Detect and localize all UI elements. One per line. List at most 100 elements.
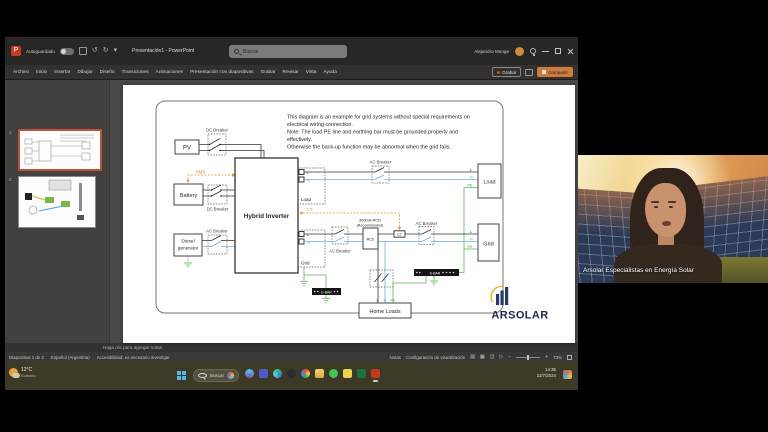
- comments-icon[interactable]: [525, 68, 534, 76]
- powerpoint-taskbar-icon[interactable]: [371, 369, 380, 382]
- teams-icon[interactable]: [259, 369, 268, 378]
- whatsapp-icon[interactable]: [329, 369, 338, 378]
- diagram-note-line3: Note: The load PE line and earthing bar …: [287, 130, 458, 136]
- edge-icon[interactable]: [273, 369, 282, 378]
- taskbar-clock[interactable]: 14:35 11/7/2024: [537, 367, 556, 378]
- slide-thumbnail-panel[interactable]: 1 2: [5, 80, 110, 343]
- window-minimize-button[interactable]: [542, 50, 549, 52]
- slide-number-2: 2: [9, 177, 12, 182]
- webcam-video[interactable]: Arsolar Especialistas en Energía Solar: [578, 155, 768, 283]
- tab-dibujar[interactable]: Dibujar: [77, 69, 93, 75]
- account-avatar[interactable]: [515, 46, 524, 56]
- tab-revisar[interactable]: Revisar: [282, 69, 299, 75]
- rcd-box-label: RCD: [367, 238, 375, 242]
- grid-ac-breaker1-label: AC Breaker: [329, 249, 351, 254]
- notas-button[interactable]: Notas: [389, 354, 401, 360]
- account-name[interactable]: Alejandro Monge: [474, 48, 509, 54]
- bms-label: BMS: [196, 170, 205, 175]
- pv-dc-breaker-label: DC Breaker: [206, 128, 228, 133]
- zoom-in-icon[interactable]: +: [545, 354, 549, 360]
- taskbar-search-icon: [198, 373, 207, 378]
- diesel-ac-breaker-symbol: [207, 234, 228, 255]
- grid-port-label: Grid: [301, 261, 310, 266]
- search-box[interactable]: Buscar: [229, 45, 347, 58]
- start-button[interactable]: [177, 371, 186, 380]
- display-settings-button[interactable]: Configuración de visualización: [405, 354, 466, 360]
- diagram-note-line1: This diagram is an example for grid syst…: [287, 115, 470, 121]
- tab-grabar[interactable]: Grabar: [260, 69, 276, 75]
- tab-transiciones[interactable]: Transiciones: [121, 69, 149, 75]
- grid-ac-breaker1-symbol: [331, 226, 349, 245]
- lightbulb-help-icon[interactable]: [530, 48, 536, 56]
- undo-icon[interactable]: ↺: [91, 47, 98, 54]
- home-loads-pe-label: PE: [390, 299, 396, 303]
- copilot-icon: [227, 372, 235, 379]
- tab-presentacion[interactable]: Presentación con diapositivas: [190, 69, 254, 75]
- slide-canvas[interactable]: This diagram is an example for grid syst…: [123, 85, 575, 343]
- slide-thumbnail-1[interactable]: [18, 129, 102, 171]
- tab-animaciones[interactable]: Animaciones: [155, 69, 184, 75]
- speaker-eye-left: [654, 206, 658, 208]
- customize-toolbar-chevron-icon[interactable]: ▾: [113, 47, 118, 54]
- arsolar-logo: ARSOLAR: [490, 285, 548, 322]
- speaker-eye-right: [669, 206, 673, 208]
- load-box-label: Load: [483, 180, 495, 186]
- notes-pane[interactable]: Haga clic para agregar notas: [5, 343, 578, 352]
- redo-icon[interactable]: ↻: [102, 47, 109, 54]
- grid-n-label: N: [470, 238, 473, 242]
- reading-view-icon[interactable]: ◫: [489, 354, 495, 360]
- sticky-notes-icon[interactable]: [343, 369, 352, 378]
- ribbon-tab-bar: Archivo Inicio Insertar Dibujar Diseño T…: [5, 65, 578, 80]
- excel-icon[interactable]: [357, 369, 366, 378]
- tab-vista[interactable]: Vista: [305, 69, 317, 75]
- window-restore-button[interactable]: [555, 48, 561, 54]
- record-button[interactable]: Grabar: [492, 67, 522, 77]
- taskbar-search[interactable]: Buscar: [193, 369, 239, 382]
- fit-slide-icon[interactable]: [567, 354, 572, 360]
- home-loads-breaker-symbol: [369, 269, 394, 288]
- slide-sorter-view-icon[interactable]: ▦: [480, 354, 485, 360]
- zoom-slider[interactable]: [516, 354, 541, 360]
- powerpoint-titlebar: P Autoguardado ↺ ↻ ▾ Presentación1 - Pow…: [5, 37, 578, 65]
- home-loads-box: [358, 302, 412, 319]
- home-loads-l-label: L: [376, 299, 378, 303]
- notes-placeholder: Haga clic para agregar notas: [103, 345, 162, 350]
- zoom-level[interactable]: 73%: [553, 354, 562, 360]
- grid-port-n-label: N: [307, 240, 310, 245]
- save-icon[interactable]: [78, 47, 87, 55]
- earthing-bar-left: [312, 288, 341, 295]
- slide-thumbnail-2[interactable]: [18, 176, 96, 228]
- language-selector[interactable]: Español (Argentina): [50, 354, 90, 360]
- tab-archivo[interactable]: Archivo: [13, 69, 29, 75]
- load-ac-breaker-label: AC Breaker: [370, 160, 392, 165]
- tab-inicio[interactable]: Inicio: [36, 69, 48, 75]
- window-close-button[interactable]: [567, 48, 574, 55]
- share-button[interactable]: Compartir: [537, 67, 573, 77]
- tab-diseno[interactable]: Diseño: [99, 69, 115, 75]
- load-n-label: N: [470, 176, 473, 180]
- load-port-box: [297, 167, 326, 205]
- copilot-app-icon[interactable]: [245, 369, 254, 378]
- tab-ayuda[interactable]: Ayuda: [323, 69, 337, 75]
- screen-share-region: P Autoguardado ↺ ↻ ▾ Presentación1 - Pow…: [5, 37, 578, 390]
- search-icon: [234, 49, 239, 54]
- diagram-note-line2: electrical wiring connection.: [287, 122, 353, 128]
- speaker-shoulders: [614, 243, 722, 283]
- settings-app-icon[interactable]: [287, 369, 296, 378]
- wiring-diagram: This diagram is an example for grid syst…: [155, 100, 548, 322]
- normal-view-icon[interactable]: ▤: [470, 354, 476, 360]
- zoom-out-icon[interactable]: −: [508, 354, 512, 360]
- accessibility-status[interactable]: Accesibilidad: es necesario investigar: [96, 354, 170, 360]
- notification-center-icon[interactable]: [563, 370, 572, 379]
- slideshow-view-icon[interactable]: ▷: [499, 354, 504, 360]
- home-loads-n-label: N: [384, 299, 387, 303]
- load-port-label: Load: [301, 197, 312, 202]
- grid-port-l-label: L: [307, 232, 310, 237]
- tab-insertar[interactable]: Insertar: [54, 69, 71, 75]
- autosave-toggle[interactable]: [59, 47, 74, 55]
- file-explorer-icon[interactable]: [315, 369, 324, 378]
- chrome-icon[interactable]: [301, 369, 310, 378]
- taskbar-weather-widget[interactable]: 12°C Soleado: [9, 367, 36, 378]
- webcam-panel: Arsolar Especialistas en Energía Solar: [578, 0, 768, 432]
